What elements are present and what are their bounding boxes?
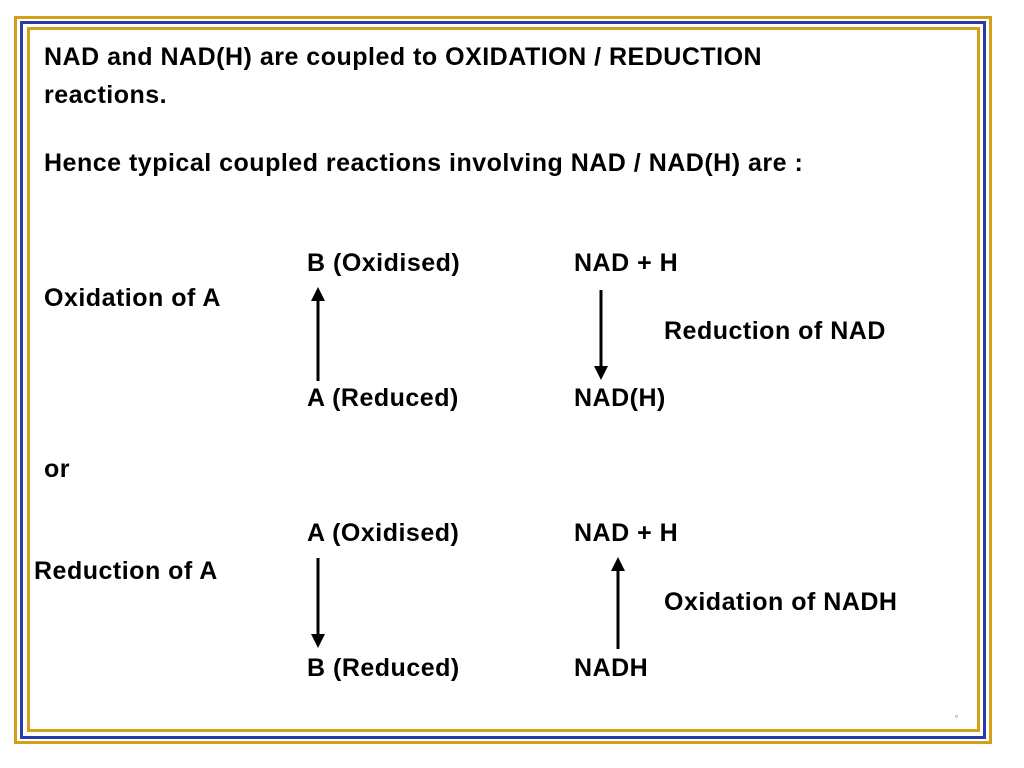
corner-mark-icon: ▫ [955, 712, 958, 721]
blue-border [20, 21, 986, 739]
or-separator: or [44, 455, 70, 483]
intro-line-2: reactions. [44, 81, 168, 109]
reduction-of-nad-label: Reduction of NAD [664, 317, 886, 345]
nadh-label-2: NADH [574, 654, 649, 682]
b-reduced-label: B (Reduced) [307, 654, 460, 682]
b-oxidised-label: B (Oxidised) [307, 249, 461, 277]
inner-gold-border [27, 27, 980, 732]
oxidation-of-a-label: Oxidation of A [44, 284, 221, 312]
nad-plus-h-label-2: NAD + H [574, 519, 679, 547]
arrow-down-icon [311, 558, 325, 648]
intro-line-3: Hence typical coupled reactions involvin… [44, 149, 804, 177]
reduction-of-a-label: Reduction of A [34, 557, 218, 585]
a-oxidised-label: A (Oxidised) [307, 519, 460, 547]
outer-gold-border [14, 16, 992, 744]
nadh-label-1: NAD(H) [574, 384, 666, 412]
arrow-up-icon [311, 287, 325, 381]
arrow-down-icon [594, 290, 608, 380]
a-reduced-label: A (Reduced) [307, 384, 459, 412]
intro-line-1: NAD and NAD(H) are coupled to OXIDATION … [44, 43, 763, 71]
oxidation-of-nadh-label: Oxidation of NADH [664, 588, 898, 616]
arrow-up-icon [611, 557, 625, 649]
nad-plus-h-label-1: NAD + H [574, 249, 679, 277]
